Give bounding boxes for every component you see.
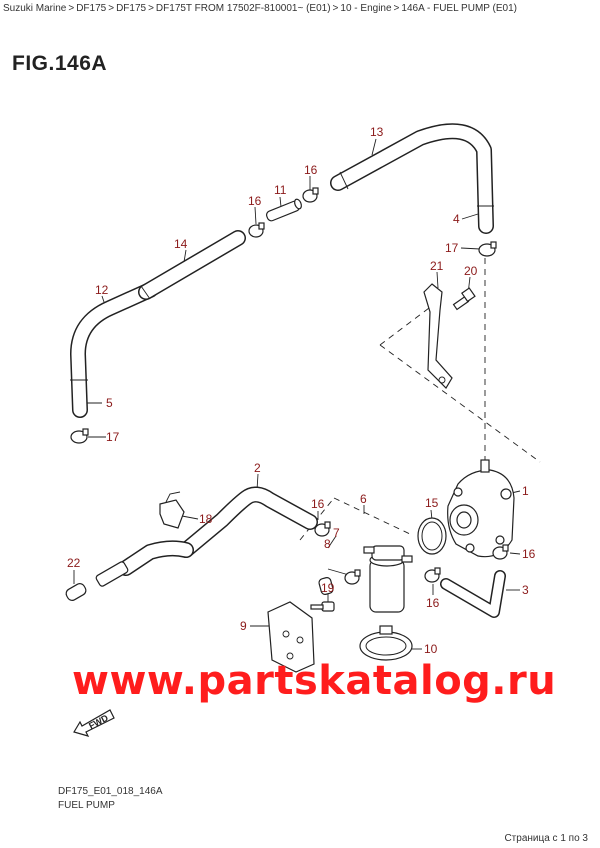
hose-12[interactable] [70,282,158,418]
o-ring-15[interactable] [417,517,447,555]
breadcrumb-item-df175[interactable]: DF175 [76,3,107,14]
fitting-7[interactable] [318,577,334,596]
figure-name: FUEL PUMP [58,800,115,811]
callout-8[interactable]: 8 [324,537,331,551]
callout-14[interactable]: 14 [174,237,188,251]
callout-1[interactable]: 1 [522,484,529,498]
callout-16[interactable]: 16 [311,497,325,511]
figure-title: FIG.146A [12,52,108,75]
hose-2[interactable] [178,486,318,558]
callout-13[interactable]: 13 [370,125,384,139]
clip-8[interactable] [344,569,361,585]
callout-19[interactable]: 19 [321,581,335,595]
breadcrumb-item-model[interactable]: DF175T FROM 17502F-810001~ (E01) [155,3,331,14]
hose-14[interactable] [138,230,246,300]
hose-3[interactable] [440,570,506,618]
fitting-11[interactable] [265,198,302,222]
callouts: 13 16 11 16 4 14 17 21 20 12 5 17 2 1 15… [67,125,536,656]
callout-5[interactable]: 5 [106,396,113,410]
callout-20[interactable]: 20 [464,264,478,278]
bolt-20[interactable] [452,287,476,311]
breadcrumb: Suzuki Marine>DF175>DF175>DF175T FROM 17… [3,3,517,14]
figure-code: DF175_E01_018_146A [58,786,163,797]
clip-17-left[interactable] [70,428,89,444]
callout-9[interactable]: 9 [240,619,247,633]
clip-16-mid[interactable] [314,521,331,537]
breadcrumb-separator: > [108,3,115,14]
callout-10[interactable]: 10 [424,642,438,656]
breadcrumb-item-current: 146A - FUEL PUMP (E01) [401,3,517,14]
clip-16-top[interactable] [302,187,319,203]
bracket-21[interactable] [423,283,453,389]
clip-16-pump[interactable] [492,544,509,560]
clip-16-lower[interactable] [424,567,441,583]
callout-17[interactable]: 17 [106,430,120,444]
callout-16[interactable]: 16 [248,194,262,208]
hose-13[interactable] [330,123,494,234]
breadcrumb-separator: > [68,3,75,14]
clamp-10[interactable] [359,625,413,661]
callout-6[interactable]: 6 [360,492,367,506]
breadcrumb-separator: > [148,3,154,14]
bracket-9[interactable] [267,601,315,673]
callout-7[interactable]: 7 [333,526,340,540]
callout-21[interactable]: 21 [430,259,444,273]
fwd-arrow-icon: FWD [73,709,115,737]
callout-16[interactable]: 16 [304,163,318,177]
breadcrumb-item-df175-2[interactable]: DF175 [116,3,147,14]
breadcrumb-item-engine[interactable]: 10 - Engine [340,3,392,14]
watermark-text: www.partskatalog.ru [72,658,557,704]
fuel-filter-6[interactable] [363,545,413,613]
breadcrumb-separator: > [332,3,339,14]
breadcrumb-separator: > [393,3,400,14]
clip-18[interactable] [159,491,185,529]
callout-3[interactable]: 3 [522,583,529,597]
callout-15[interactable]: 15 [425,496,439,510]
callout-4[interactable]: 4 [453,212,460,226]
clip-17-right[interactable] [478,241,497,257]
callout-16[interactable]: 16 [426,596,440,610]
callout-18[interactable]: 18 [199,512,213,526]
hose-22-assembly[interactable] [64,540,194,602]
page-indicator: Страница с 1 по 3 [504,833,588,844]
fuel-pump-1[interactable] [447,459,515,558]
callout-22[interactable]: 22 [67,556,81,570]
callout-12[interactable]: 12 [95,283,109,297]
callout-16[interactable]: 16 [522,547,536,561]
bolt-19[interactable] [310,601,335,612]
callout-11[interactable]: 11 [274,183,287,197]
leader-lines [73,138,521,650]
callout-2[interactable]: 2 [254,461,261,475]
breadcrumb-item-suzuki-marine[interactable]: Suzuki Marine [3,3,67,14]
callout-17[interactable]: 17 [445,241,459,255]
clip-16-upper[interactable] [248,222,265,238]
